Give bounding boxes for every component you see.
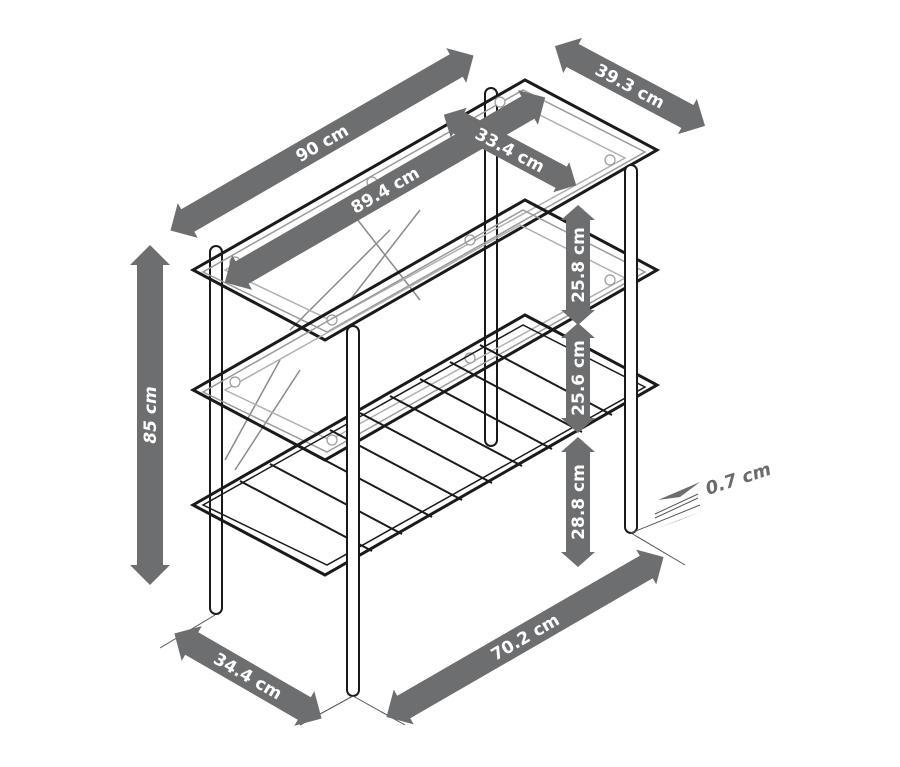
dim-leg-span-length: 70.2 cm (386, 549, 664, 725)
back-legs (209, 87, 498, 615)
front-left-leg (346, 325, 360, 697)
back-left-leg (209, 245, 223, 615)
dim-gap-middle: 25.6 cm (561, 323, 595, 433)
svg-text:85 cm: 85 cm (141, 386, 161, 443)
dim-leg-span-depth: 34.4 cm (174, 626, 322, 726)
dim-gap-top: 25.8 cm (561, 205, 595, 325)
front-right-leg (624, 164, 638, 534)
dim-gap-bottom: 28.8 cm (561, 437, 595, 567)
dim-overall-depth: 39.3 cm (554, 37, 706, 135)
front-legs (346, 164, 638, 697)
dim-overall-height: 85 cm (130, 245, 170, 585)
svg-text:25.8 cm: 25.8 cm (569, 227, 589, 303)
svg-text:25.6 cm: 25.6 cm (569, 340, 589, 416)
dimension-arrows: 90 cm 39.3 cm 89.4 cm 33.4 cm 85 cm 25.8… (130, 37, 706, 726)
dim-glass-thickness (654, 482, 700, 528)
back-right-leg (484, 87, 498, 447)
cross-braces (224, 209, 421, 471)
glass-thickness-label: 0.7 cm (703, 459, 774, 500)
middle-glass-shelf (189, 198, 661, 462)
svg-text:28.8 cm: 28.8 cm (569, 464, 589, 540)
